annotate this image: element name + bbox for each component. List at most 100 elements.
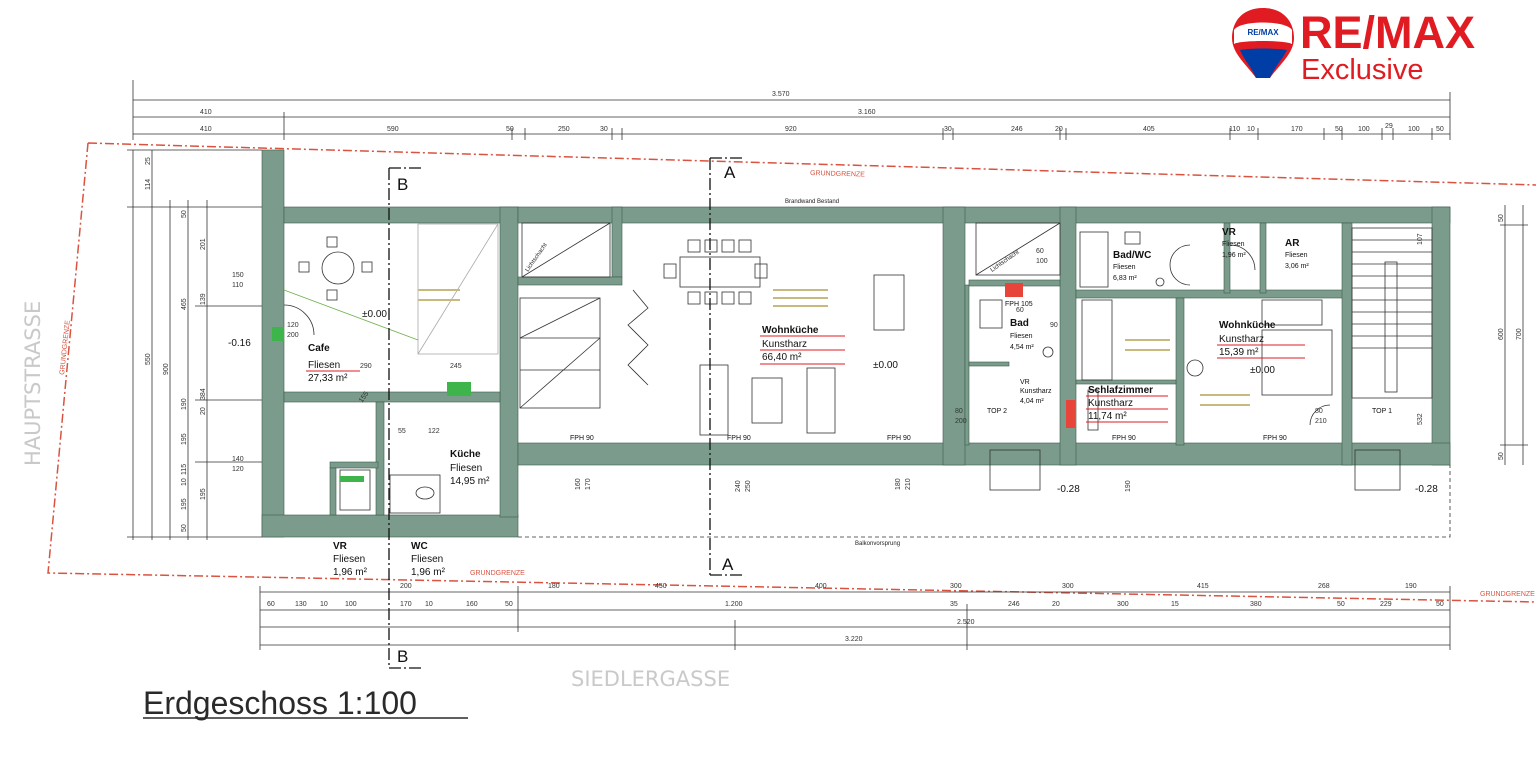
dim-bottom-row2-3: 100 <box>345 601 357 608</box>
dim-right-detail-1: 532 <box>1417 413 1424 425</box>
fph-3: FPH 90 <box>887 435 911 442</box>
dim-top-row3-9: 405 <box>1143 126 1155 133</box>
dim-bottom-row2-6: 160 <box>466 601 478 608</box>
level-cafe: ±0.00 <box>362 309 387 320</box>
dim-bottom-row2-11: 20 <box>1052 601 1060 608</box>
room-area: 15,39 m² <box>1219 347 1259 358</box>
room-material: Kunstharz <box>1219 334 1264 345</box>
opening-6: 160 <box>575 478 582 490</box>
top-dimension-chains <box>132 80 1451 140</box>
window-labels: FPH 90 FPH 90 FPH 90 FPH 90 FPH 90 FPH 1… <box>570 301 1392 442</box>
opening-5: 100 <box>1036 258 1048 265</box>
left-dimension-chains <box>127 149 262 540</box>
dim-left-detail-0: 201 <box>200 238 207 250</box>
opening-18: 110 <box>232 282 243 289</box>
dim-bottom-row1-8: 190 <box>1405 583 1417 590</box>
dim-left-inner-0: 50 <box>181 210 188 218</box>
dim-top-row3-7: 246 <box>1011 126 1023 133</box>
opening-23: 210 <box>1315 418 1327 425</box>
note-lichtschacht-left: Lichtschacht <box>525 242 549 273</box>
room-vr-left: VR Fliesen 1,96 m² <box>333 541 368 578</box>
dim-left-inner-5: 10 <box>181 478 188 486</box>
dim-right-1: 600 <box>1498 328 1505 340</box>
dim-left-inner-6: 195 <box>181 498 188 510</box>
red-highlight-side <box>1066 400 1075 428</box>
street-siedlergasse: SIEDLERGASSE <box>571 667 730 691</box>
section-b-bottom: B <box>397 647 408 666</box>
dim-left-inner-2: 190 <box>181 398 188 410</box>
room-area: 14,95 m² <box>450 476 490 487</box>
dim-left-detail-1: 139 <box>200 293 207 305</box>
room-area: 3,06 m² <box>1285 263 1309 270</box>
room-area: 1,96 m² <box>1222 252 1246 259</box>
dim-top-row3-2: 50 <box>506 126 514 133</box>
room-kueche: Küche Fliesen 14,95 m² <box>450 449 490 487</box>
interior-linework <box>283 222 1451 538</box>
dim-bottom-row2-5: 10 <box>425 601 433 608</box>
fph-105: FPH 105 <box>1005 301 1033 308</box>
room-vr-middle: VR Kunstharz 4,04 m² <box>1020 379 1052 405</box>
dim-top-row3-11: 10 <box>1247 126 1255 133</box>
dim-left-detail-5: 195 <box>200 488 207 500</box>
property-line-label-left: GRUNDGRENZE <box>59 320 72 376</box>
brand-name: RE/MAX <box>1300 7 1475 58</box>
opening-11: 210 <box>905 478 912 490</box>
property-line-label-right: GRUNDGRENZE <box>1480 591 1535 598</box>
property-line-label-top: GRUNDGRENZE <box>810 170 865 179</box>
brand-subtitle: Exclusive <box>1301 54 1424 86</box>
room-schlafzimmer: Schlafzimmer Kunstharz 11,74 m² <box>1086 385 1168 423</box>
dim-bottom-row2-10: 246 <box>1008 601 1020 608</box>
dim-left-outer-0: 114 <box>145 179 152 190</box>
dim-top-row3-17: 50 <box>1436 126 1444 133</box>
dim-bottom-row2-12: 300 <box>1117 601 1129 608</box>
opening-22: 80 <box>1315 408 1323 415</box>
top-1: TOP 1 <box>1372 408 1392 415</box>
room-name: VR <box>1020 379 1030 386</box>
room-cafe: Cafe Fliesen 27,33 m² <box>306 343 360 384</box>
room-material: Fliesen <box>1285 252 1308 259</box>
opening-25: 90 <box>1050 322 1058 329</box>
level-wohnkueche-right: ±0.00 <box>1250 365 1275 376</box>
dim-left-detail-2: 384 <box>200 388 207 400</box>
room-area: 6,83 m² <box>1113 275 1137 282</box>
dim-bottom-row2-2: 10 <box>320 601 328 608</box>
note-balkonvorsprung: Balkonvorsprung <box>855 541 900 547</box>
property-line-label-bottom: GRUNDGRENZE <box>470 570 525 577</box>
room-material: Kunstharz <box>762 339 807 350</box>
dim-bottom-row2-0: 60 <box>267 601 275 608</box>
room-bad-wc: Bad/WC Fliesen 6,83 m² <box>1113 250 1151 282</box>
dim-bottom-row3-0: 2.520 <box>957 619 975 626</box>
room-name: Wohnküche <box>762 325 819 336</box>
opening-7: 170 <box>585 478 592 490</box>
room-area: 4,54 m² <box>1010 344 1034 351</box>
top-2: TOP 2 <box>987 408 1007 415</box>
room-name: WC <box>411 541 428 552</box>
dim-bottom-row2-17: 50 <box>1436 601 1444 608</box>
red-highlight-top <box>1005 283 1023 297</box>
dim-bottom-row1-5: 300 <box>1062 583 1074 590</box>
dim-top-total: 3.570 <box>772 91 790 98</box>
dim-top-row3-1: 590 <box>387 126 399 133</box>
balloon-text: RE/MAX <box>1247 28 1279 37</box>
dim-top-row2-0: 410 <box>200 109 212 116</box>
section-a-bottom: A <box>722 555 734 574</box>
dim-bottom-row2-13: 15 <box>1171 601 1179 608</box>
dim-right-0: 50 <box>1498 214 1505 222</box>
opening-24: 60 <box>1016 307 1024 314</box>
opening-2: 80 <box>955 408 963 415</box>
dim-bottom-row1-7: 268 <box>1318 583 1330 590</box>
dim-top-row3-16: 100 <box>1408 126 1420 133</box>
opening-10: 180 <box>895 478 902 490</box>
room-area: 4,04 m² <box>1020 398 1044 405</box>
dim-top-row3-12: 170 <box>1291 126 1303 133</box>
level-markers: ±0.00 ±0.00 ±0.00 -0.16 -0.28 -0.28 <box>228 309 1438 495</box>
opening-3: 200 <box>955 418 967 425</box>
bottom-dimension-chains <box>259 586 1451 650</box>
dim-top-row3-14: 100 <box>1358 126 1370 133</box>
room-name: VR <box>1222 227 1237 238</box>
level-wohnkueche: ±0.00 <box>873 360 898 371</box>
opening-1: 200 <box>287 332 299 339</box>
opening-9: 250 <box>745 480 752 492</box>
opening-0: 120 <box>287 322 299 329</box>
dim-top-row3-15: 29 <box>1385 123 1393 130</box>
